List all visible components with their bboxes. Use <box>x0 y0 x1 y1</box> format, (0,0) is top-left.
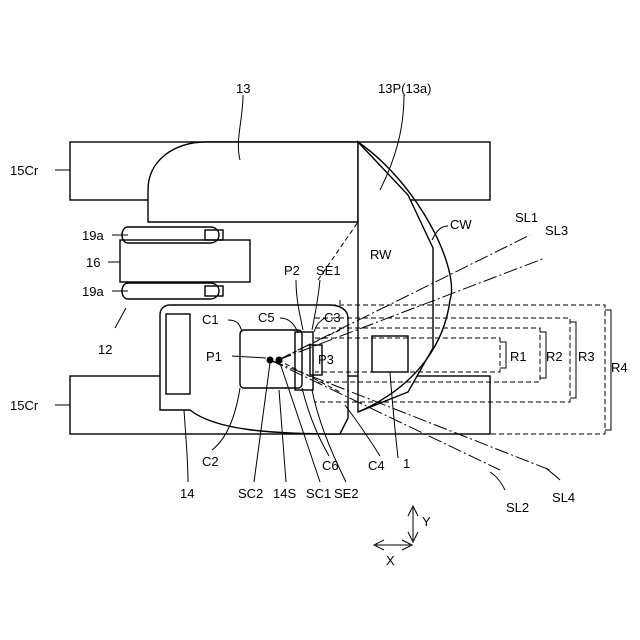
label-cw: CW <box>450 217 472 232</box>
roller-clip-top <box>205 230 223 240</box>
axis-x-arrow <box>374 540 412 550</box>
roller-clip-bottom <box>205 286 223 296</box>
label-c4: C4 <box>368 458 385 473</box>
sensor-center-sc2 <box>267 357 274 364</box>
label-c6: C6 <box>322 458 339 473</box>
sensor-center-sc1 <box>276 357 283 364</box>
label-se2: SE2 <box>334 486 359 501</box>
body-14 <box>160 305 348 434</box>
label-r3: R3 <box>578 349 595 364</box>
label-sc1: SC1 <box>306 486 331 501</box>
leader-14 <box>184 410 188 482</box>
leader-sl2 <box>490 472 505 490</box>
label-13: 13 <box>236 81 250 96</box>
label-1: 1 <box>403 456 410 471</box>
label-sl2: SL2 <box>506 500 529 515</box>
label-sc2: SC2 <box>238 486 263 501</box>
label-c2: C2 <box>202 454 219 469</box>
label-p1: P1 <box>206 349 222 364</box>
bracket-r3 <box>570 322 576 398</box>
label-p2: P2 <box>284 263 300 278</box>
label-c5: C5 <box>258 310 275 325</box>
label-19a-bottom: 19a <box>82 284 104 299</box>
label-sl3: SL3 <box>545 223 568 238</box>
track-rail-16 <box>120 240 250 282</box>
label-r2: R2 <box>546 349 563 364</box>
leader-sl4 <box>546 468 560 480</box>
label-19a-top: 19a <box>82 228 104 243</box>
label-14: 14 <box>180 486 194 501</box>
arrow-12 <box>115 308 126 328</box>
label-se1: SE1 <box>316 263 341 278</box>
label-sl1: SL1 <box>515 210 538 225</box>
label-p3: P3 <box>318 352 334 367</box>
label-13p: 13P(13a) <box>378 81 431 96</box>
label-sl4: SL4 <box>552 490 575 505</box>
label-15cr-top: 15Cr <box>10 163 39 178</box>
label-c1: C1 <box>202 312 219 327</box>
label-12: 12 <box>98 342 112 357</box>
label-r4: R4 <box>611 360 628 375</box>
axis-y-arrow <box>408 506 418 542</box>
label-r1: R1 <box>510 349 527 364</box>
body-13 <box>148 142 358 222</box>
label-x: X <box>386 553 395 568</box>
leader-c4 <box>345 405 380 456</box>
bracket-r1 <box>500 342 506 368</box>
label-rw: RW <box>370 247 392 262</box>
label-15cr-bottom: 15Cr <box>10 398 39 413</box>
label-14s: 14S <box>273 486 296 501</box>
label-y: Y <box>422 514 431 529</box>
label-16: 16 <box>86 255 100 270</box>
label-c3: C3 <box>324 310 341 325</box>
